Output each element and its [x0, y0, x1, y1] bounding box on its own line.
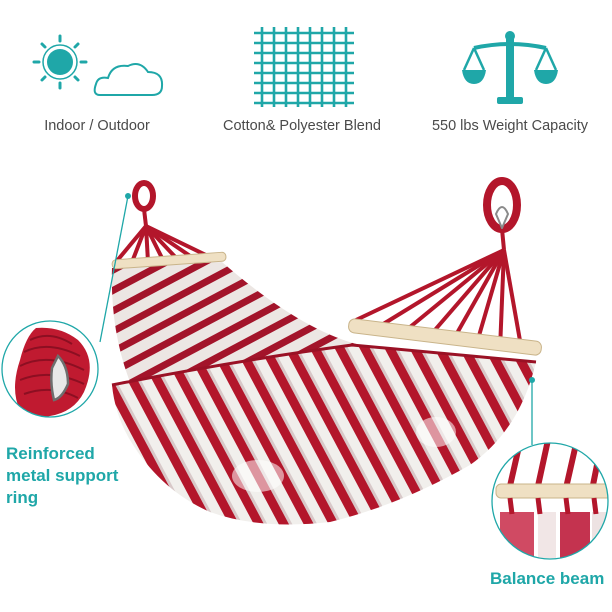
feature-label-indoor-outdoor: Indoor / Outdoor	[44, 118, 150, 134]
ring-callout-label: Reinforced metal support ring	[6, 443, 118, 509]
sun-icon	[32, 34, 88, 90]
feature-label-weight-capacity: 550 lbs Weight Capacity	[431, 118, 589, 134]
left-spreader-bar	[111, 251, 227, 270]
feature-label-material: Cotton& Polyester Blend	[223, 118, 381, 134]
ring-callout-line-1: Reinforced	[6, 444, 95, 463]
ring-callout-line-2: metal support	[6, 466, 119, 485]
hammock-front-edge	[111, 343, 537, 387]
beam-detail-circle	[491, 442, 609, 560]
right-spreader-bar	[348, 318, 542, 356]
right-hanging-rope	[355, 177, 524, 353]
ring-callout-line-3: ring	[6, 488, 39, 507]
weave-grid-icon	[254, 27, 354, 107]
ring-callout-line	[99, 195, 129, 343]
fabric-highlight	[232, 460, 284, 492]
hammock-front-fabric	[112, 345, 536, 525]
ring-callout-dot	[125, 193, 131, 199]
ring-detail-circle	[1, 320, 99, 418]
beam-callout-dot	[529, 377, 535, 383]
balance-scale-icon	[462, 31, 558, 104]
cloud-icon	[93, 63, 164, 96]
beam-callout-label: Balance beam	[490, 569, 605, 588]
fabric-highlight	[416, 417, 456, 447]
left-hanging-rope	[114, 180, 213, 264]
